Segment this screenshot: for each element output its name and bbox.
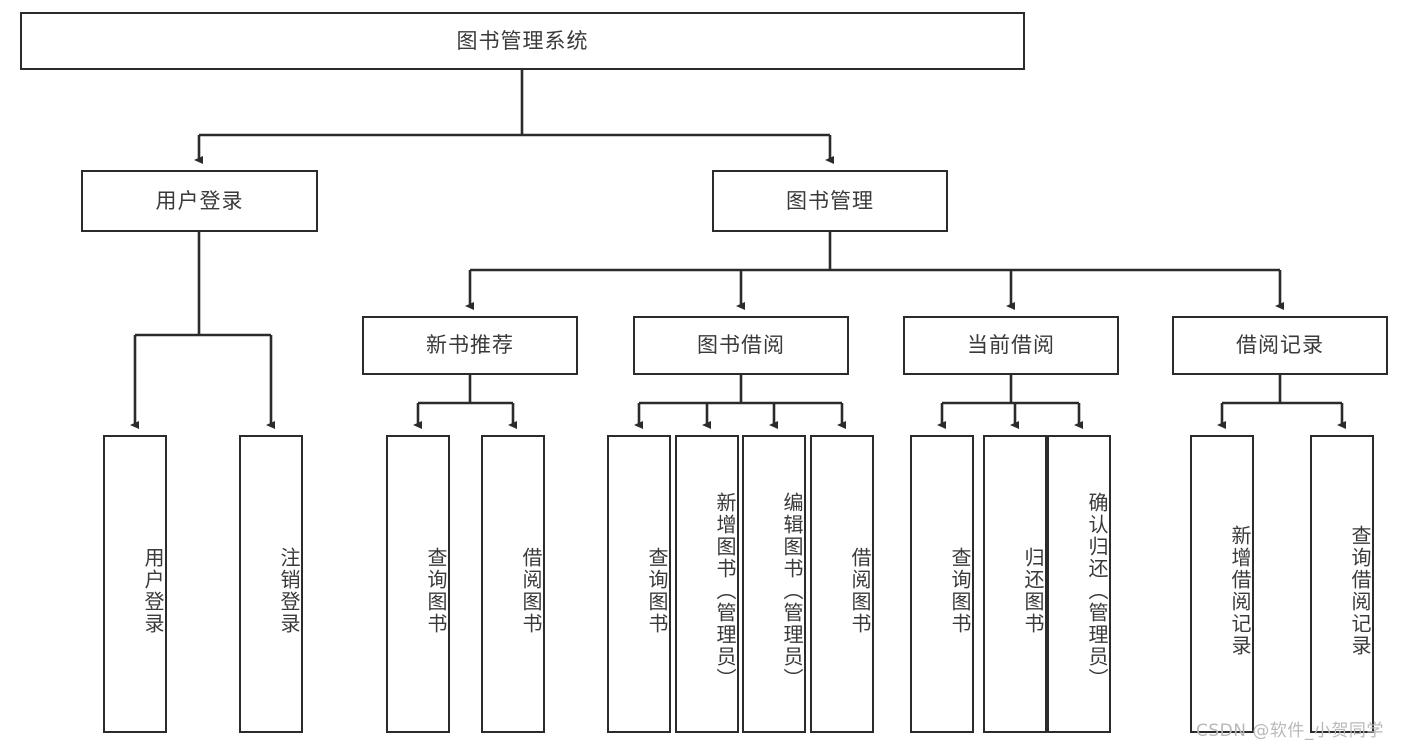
node-borrow-record-label: 借阅记录 [1236,333,1324,357]
node-new-book-rec[interactable]: 新书推荐 [362,316,578,375]
node-leaf-add-record[interactable]: 新增借阅记录 [1190,435,1254,733]
node-book-borrow-label: 图书借阅 [697,333,785,357]
node-current-borrow-label: 当前借阅 [967,333,1055,357]
node-book-manage-label: 图书管理 [786,188,874,213]
node-leaf-user-logout-label: 注销登录 [277,547,301,635]
node-leaf-return-book[interactable]: 归还图书 [983,435,1047,733]
node-leaf-query-book-3-label: 查询图书 [948,547,972,635]
node-user-login-label: 用户登录 [155,188,244,213]
node-user-login[interactable]: 用户登录 [81,170,318,232]
node-leaf-query-book-1[interactable]: 查询图书 [386,435,450,733]
node-leaf-add-book-label: 新增图书（管理员） [713,492,737,690]
node-leaf-add-book[interactable]: 新增图书（管理员） [675,435,739,733]
node-leaf-edit-book-label: 编辑图书（管理员） [780,492,804,690]
node-leaf-user-login[interactable]: 用户登录 [103,435,167,733]
node-book-manage[interactable]: 图书管理 [712,170,948,232]
node-book-borrow[interactable]: 图书借阅 [633,316,849,375]
node-root[interactable]: 图书管理系统 [20,12,1025,70]
node-leaf-user-logout[interactable]: 注销登录 [239,435,303,733]
node-leaf-confirm-return-label: 确认归还（管理员） [1085,492,1109,690]
node-leaf-query-book-2-label: 查询图书 [645,547,669,635]
node-leaf-user-login-label: 用户登录 [141,547,165,635]
node-leaf-edit-book[interactable]: 编辑图书（管理员） [742,435,806,733]
node-leaf-borrow-book-2[interactable]: 借阅图书 [810,435,874,733]
node-leaf-query-book-2[interactable]: 查询图书 [607,435,671,733]
node-leaf-query-book-1-label: 查询图书 [424,547,448,635]
node-leaf-query-record[interactable]: 查询借阅记录 [1310,435,1374,733]
node-root-label: 图书管理系统 [456,28,589,53]
node-leaf-borrow-book-1-label: 借阅图书 [519,547,543,635]
node-leaf-borrow-book-2-label: 借阅图书 [848,547,872,635]
watermark: CSDN @软件_小贺同学 [1196,721,1384,741]
node-leaf-borrow-book-1[interactable]: 借阅图书 [481,435,545,733]
node-current-borrow[interactable]: 当前借阅 [903,316,1119,375]
node-leaf-add-record-label: 新增借阅记录 [1228,525,1252,657]
node-leaf-query-record-label: 查询借阅记录 [1348,525,1372,657]
node-leaf-query-book-3[interactable]: 查询图书 [910,435,974,733]
node-borrow-record[interactable]: 借阅记录 [1172,316,1388,375]
node-new-book-rec-label: 新书推荐 [426,333,514,357]
node-leaf-return-book-label: 归还图书 [1021,547,1045,635]
node-leaf-confirm-return[interactable]: 确认归还（管理员） [1047,435,1111,733]
